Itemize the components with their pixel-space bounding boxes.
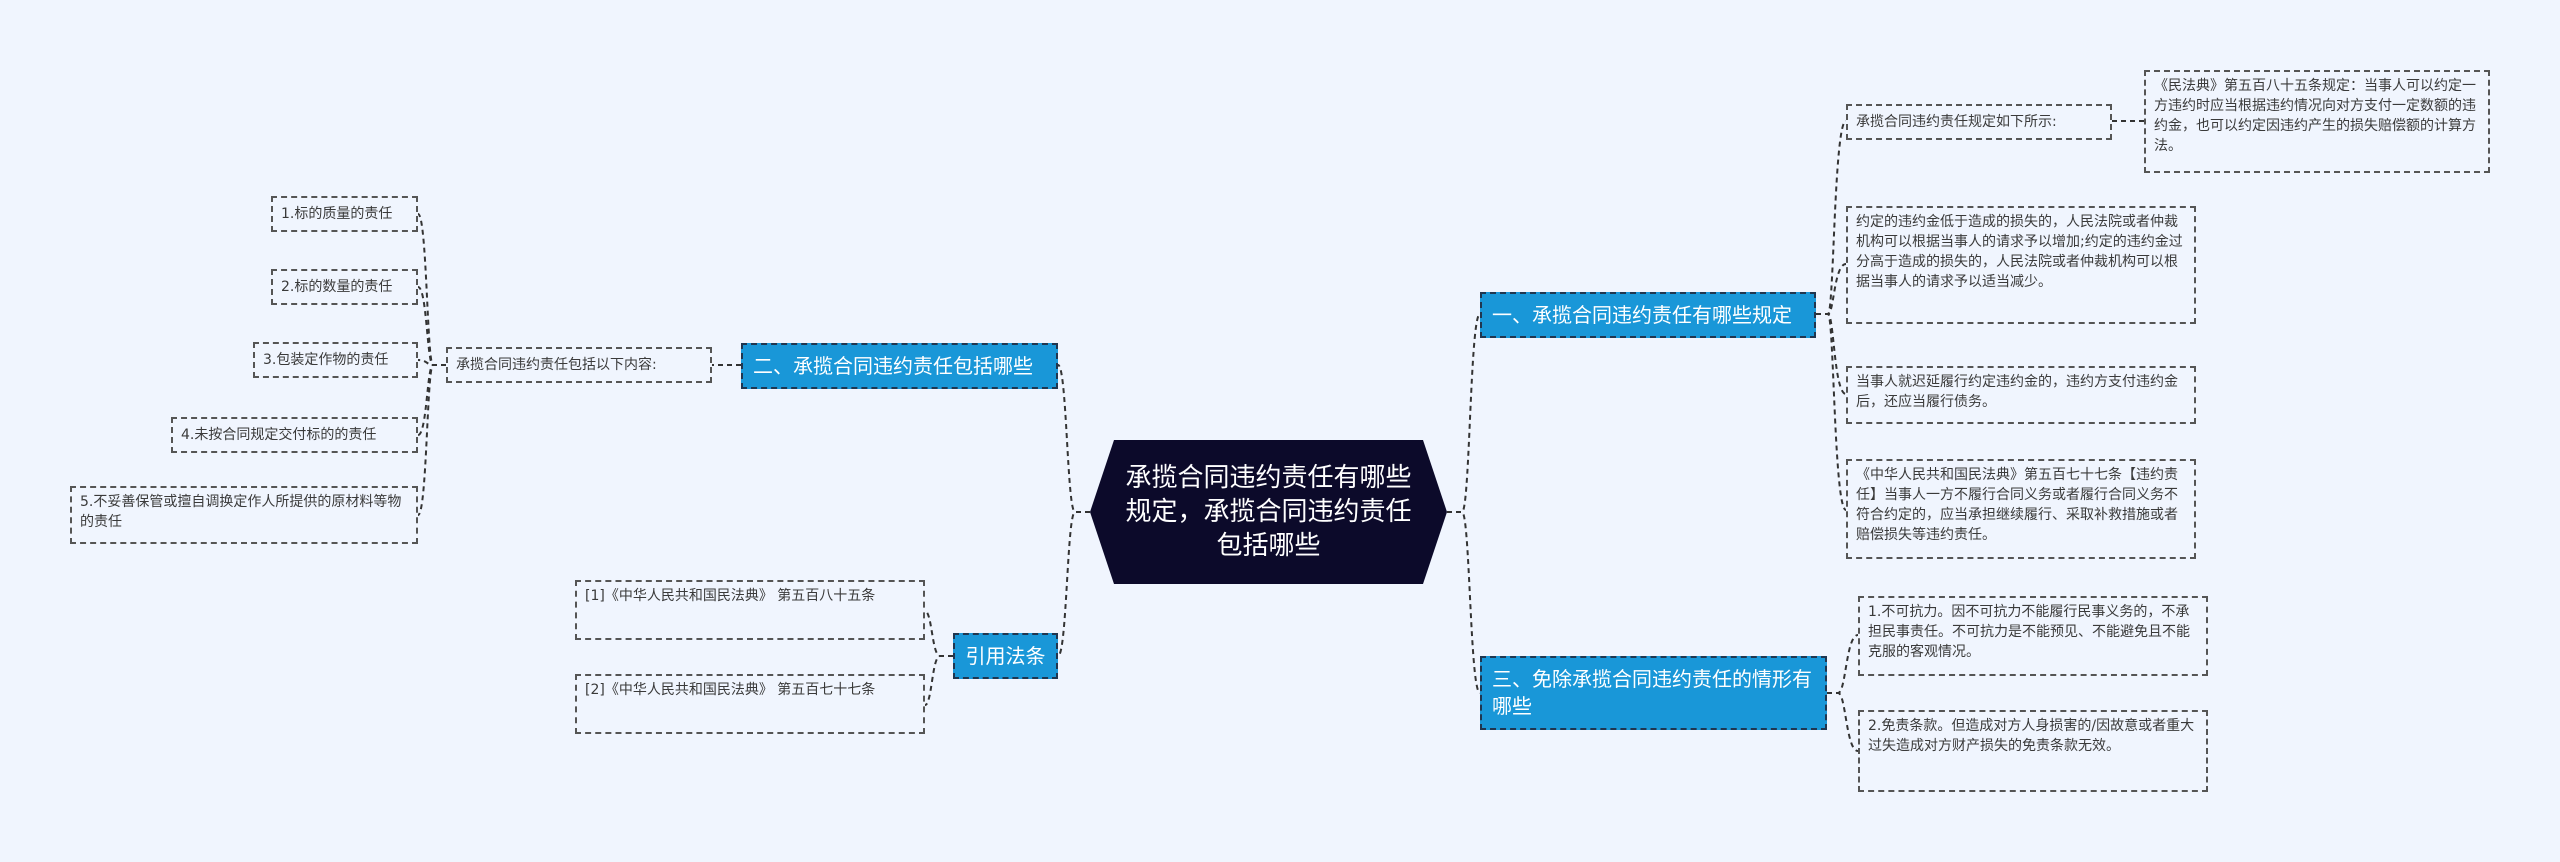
connector-right1-item4 <box>1816 313 1847 511</box>
connector-left2-item2 <box>924 655 953 706</box>
leaf-quality-liability[interactable]: 1.标的质量的责任 <box>271 196 418 232</box>
branch-exemption-cases[interactable]: 三、免除承揽合同违约责任的情形有哪些 <box>1480 656 1827 730</box>
connector-left2-item1 <box>924 610 953 657</box>
leaf-delay-penalty[interactable]: 当事人就迟延履行约定违约金的，违约方支付违约金后，还应当履行债务。 <box>1846 366 2196 424</box>
leaf-custody-liability[interactable]: 5.不妥善保管或擅自调换定作人所提供的原材料等物的责任 <box>70 486 418 544</box>
connector-root-to-branch-left-2 <box>1057 511 1090 657</box>
leaf-contents-intro[interactable]: 承揽合同违约责任包括以下内容: <box>446 347 712 383</box>
leaf-citation-577[interactable]: [2]《中华人民共和国民法典》 第五百七十七条 <box>575 674 925 734</box>
connector-left1-item5 <box>417 364 446 516</box>
connector-root-to-branch-right-2 <box>1447 511 1481 694</box>
connector-right2-item2 <box>1827 692 1859 752</box>
leaf-rules-intro[interactable]: 承揽合同违约责任规定如下所示: <box>1846 104 2112 140</box>
branch-liability-contents[interactable]: 二、承揽合同违约责任包括哪些 <box>741 343 1058 389</box>
leaf-citation-585[interactable]: [1]《中华人民共和国民法典》 第五百八十五条 <box>575 580 925 640</box>
connector-root-to-branch-right-1 <box>1447 313 1481 513</box>
leaf-delivery-liability[interactable]: 4.未按合同规定交付标的的责任 <box>171 417 418 453</box>
leaf-civil-code-585[interactable]: 《民法典》第五百八十五条规定：当事人可以约定一方违约时应当根据违约情况向对方支付… <box>2144 70 2490 173</box>
leaf-force-majeure[interactable]: 1.不可抗力。因不可抗力不能履行民事义务的，不承担民事责任。不可抗力是不能预见、… <box>1858 596 2208 676</box>
connector-left1-item2 <box>417 286 446 366</box>
leaf-penalty-adjustment[interactable]: 约定的违约金低于造成的损失的，人民法院或者仲裁机构可以根据当事人的请求予以增加;… <box>1846 206 2196 324</box>
leaf-civil-code-577[interactable]: 《中华人民共和国民法典》第五百七十七条【违约责任】当事人一方不履行合同义务或者履… <box>1846 459 2196 559</box>
connector-right1-item1 <box>1816 120 1847 315</box>
branch-violation-rules[interactable]: 一、承揽合同违约责任有哪些规定 <box>1480 292 1816 338</box>
connector-root-to-branch-left-1 <box>1057 364 1090 513</box>
leaf-quantity-liability[interactable]: 2.标的数量的责任 <box>271 269 418 305</box>
connector-left1-item1 <box>417 213 446 366</box>
branch-cited-laws[interactable]: 引用法条 <box>953 633 1058 679</box>
connector-right1-item3 <box>1816 313 1847 395</box>
connector-right2-item1 <box>1827 634 1859 694</box>
connector-left1-item4 <box>417 364 446 436</box>
leaf-packaging-liability[interactable]: 3.包装定作物的责任 <box>253 342 418 378</box>
root-topic[interactable]: 承揽合同违约责任有哪些规定，承揽合同违约责任包括哪些 <box>1090 440 1447 584</box>
leaf-exemption-clause[interactable]: 2.免责条款。但造成对方人身损害的/因故意或者重大过失造成对方财产损失的免责条款… <box>1858 710 2208 792</box>
